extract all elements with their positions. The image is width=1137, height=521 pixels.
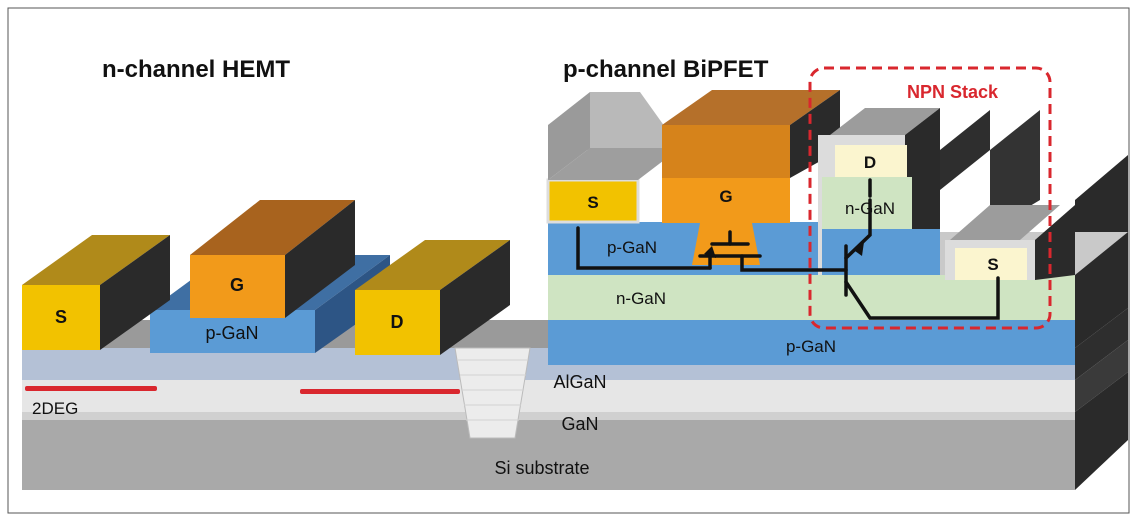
hemt-title: n-channel HEMT [102, 56, 290, 83]
bipfet-gate-label: G [719, 187, 732, 206]
hemt-gate-top [190, 200, 355, 255]
bjt-emitter-wire [844, 276, 1000, 320]
twodeg-line-left [25, 386, 157, 391]
source-wire [576, 226, 712, 270]
isolation-trench [454, 347, 531, 439]
gan-side-face [1075, 340, 1128, 412]
trench-hatch [458, 359, 528, 421]
gan-bottom-band [22, 412, 1075, 420]
npn-n-gan-label: n-GaN [845, 199, 895, 218]
npn-stack-highlight-box [808, 66, 1052, 330]
bipfet-source-back [590, 92, 680, 148]
npn-source-side [1035, 205, 1075, 280]
npn-source-contact [955, 248, 1027, 280]
twodeg-line-right [300, 389, 460, 394]
npn-stack-title: NPN Stack [907, 82, 999, 102]
bipfet-gate-top [662, 90, 840, 125]
substrate-side-face [1075, 372, 1128, 490]
bipfet-source-contact [546, 178, 640, 224]
bjt-arrow [855, 242, 864, 256]
npn-source-label: S [987, 255, 998, 274]
substrate-label: Si substrate [494, 458, 589, 478]
hemt-drain-contact [355, 290, 440, 355]
hemt-source-label: S [55, 307, 67, 327]
hemt-gate-contact [190, 255, 285, 318]
back-wall-1 [940, 110, 990, 190]
twodeg-label: 2DEG [32, 399, 78, 418]
bipfet-n-gan-label: n-GaN [616, 289, 666, 308]
npn-source-top [950, 205, 1060, 240]
algan-label: AlGaN [553, 372, 606, 392]
bipfet-bottom-p-gan-label: p-GaN [786, 337, 836, 356]
hemt-drain-top [355, 240, 510, 290]
bipfet-title: p-channel BiPFET [563, 56, 769, 83]
bipfet-source-back-left [548, 92, 590, 180]
bipfet-source-roof [548, 148, 680, 180]
npn-drain-label: D [864, 153, 876, 172]
bjt-collector [844, 198, 872, 260]
hemt-source-side [100, 235, 170, 350]
npn-p-gan-layer [822, 229, 940, 275]
bipfet-gate-upper [662, 125, 790, 178]
hemt-source-contact [22, 285, 100, 350]
hemt-gate-label: G [230, 275, 244, 295]
algan-side-face [1075, 308, 1128, 380]
hemt-drain-label: D [391, 312, 404, 332]
gan-layer [22, 380, 1075, 412]
hemt-drain-side [440, 240, 510, 355]
bipfet-source-label: S [587, 193, 598, 212]
npn-top [830, 108, 940, 135]
pfet-arrow [704, 246, 716, 258]
npn-drain-contact [835, 145, 907, 177]
hemt-gate-side [285, 200, 355, 318]
hemt-p-gan-label: p-GaN [205, 323, 258, 343]
back-wall-2 [990, 110, 1040, 230]
bipfet-top-p-gan-label: p-GaN [607, 238, 657, 257]
si-substrate-layer [22, 420, 1075, 490]
hemt-source-top [22, 235, 170, 285]
pfet-drain-wire [740, 254, 848, 272]
npn-n-gan-layer [822, 177, 912, 229]
gan-label: GaN [561, 414, 598, 434]
bipfet-gate-contact [662, 178, 790, 223]
